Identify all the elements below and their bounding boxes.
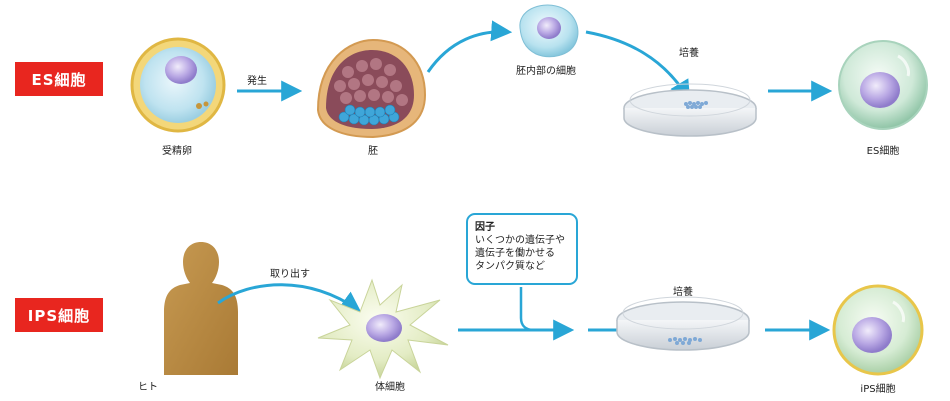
- person-label: ヒト: [138, 382, 158, 393]
- es-cell-badge: ES細胞: [15, 62, 103, 96]
- factor-title: 因子: [475, 222, 495, 233]
- somatic-cell: [317, 278, 449, 380]
- ips-cell-label: iPS細胞: [860, 384, 896, 395]
- somatic-cell-label: 体細胞: [375, 382, 405, 393]
- ips-cell-badge: IPS細胞: [15, 298, 103, 332]
- arrow-extract: [217, 283, 362, 313]
- petri-dish-es: [623, 83, 757, 137]
- es-cell: [838, 40, 928, 130]
- es-cell-label: ES細胞: [866, 146, 900, 157]
- fertilized-egg-label: 受精卵: [162, 146, 192, 157]
- factor-connector: [519, 287, 535, 332]
- embryo: [316, 38, 427, 139]
- culture-label-ips: 培養: [673, 287, 693, 298]
- factor-description: いくつかの遺伝子や 遺伝子を働かせる タンパク質など: [475, 235, 565, 272]
- arrow-inner-to-dish: [585, 30, 691, 102]
- embryo-label: 胚: [368, 146, 378, 157]
- person-silhouette: [164, 242, 238, 375]
- extract-label: 取り出す: [270, 269, 310, 280]
- culture-label-es: 培養: [679, 48, 699, 59]
- arrow-embryo-to-inner: [426, 20, 513, 73]
- ips-cell: [832, 284, 924, 376]
- develop-label: 発生: [247, 76, 267, 87]
- petri-dish-ips: [616, 296, 750, 351]
- factor-box: 因子 いくつかの遺伝子や 遺伝子を働かせる タンパク質など: [466, 213, 578, 285]
- inner-cell: [519, 4, 579, 58]
- inner-cell-label: 胚内部の細胞: [516, 66, 576, 77]
- fertilized-egg: [130, 37, 226, 133]
